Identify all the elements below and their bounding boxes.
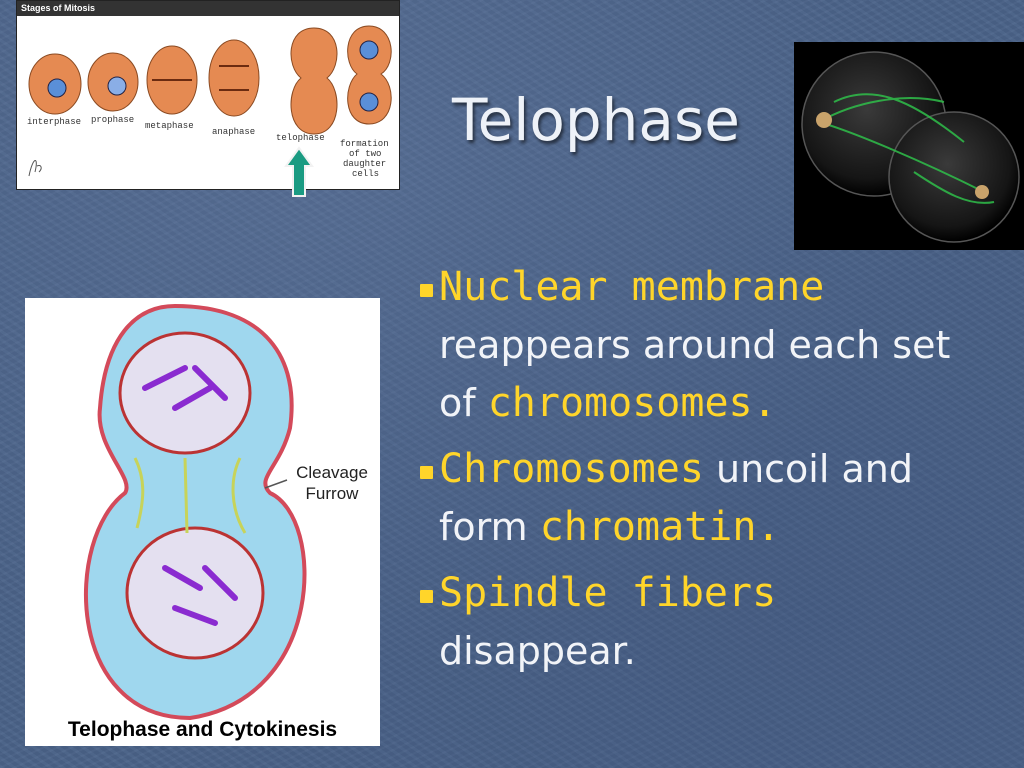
drawing-caption: Telophase and Cytokinesis [67, 718, 338, 741]
stages-of-mitosis-figure: Stages of Mitosis interphase prophase me… [16, 0, 400, 190]
label-interphase: interphase [27, 117, 81, 127]
bullet-highlight: Nuclear membrane [439, 264, 825, 310]
telophase-micrograph [794, 42, 1024, 250]
bullet-square-icon [420, 590, 433, 603]
cytokinesis-illustration [83, 303, 307, 721]
cleavage-furrow-label: Cleavage Furrow [296, 463, 368, 503]
stages-illustration: interphase prophase metaphase anaphase t… [27, 25, 392, 179]
bullet-list: Nuclear membrane reappears around each s… [420, 258, 980, 688]
bullet-text: uncoil and form [439, 447, 913, 549]
bullet-item: Nuclear membrane reappears around each s… [420, 258, 980, 432]
slide-title: Telophase [452, 86, 740, 154]
telophase-cell [290, 27, 338, 135]
label-anaphase: anaphase [212, 127, 255, 137]
daughter-cells [347, 25, 392, 125]
bullet-square-icon [420, 466, 433, 479]
signature-mark [28, 160, 42, 177]
up-arrow-icon [284, 146, 314, 197]
bullet-highlight: Spindle fibers [439, 570, 777, 616]
label-formation: formation [340, 139, 389, 149]
bullet-text: disappear. [439, 629, 636, 673]
label-formation-4: cells [352, 169, 379, 179]
bullet-square-icon [420, 284, 433, 297]
bullet-item: Chromosomes uncoil and form chromatin. [420, 440, 980, 556]
bullet-item: Spindle fibers disappear. [420, 564, 980, 680]
bullet-highlight-2: chromosomes. [487, 380, 777, 426]
bullet-text: reappears around each set of [439, 323, 951, 425]
bullet-highlight-2: chromatin. [539, 504, 781, 550]
label-telophase: telophase [276, 133, 325, 143]
label-prophase: prophase [91, 115, 134, 125]
telophase-cytokinesis-drawing: Cleavage Furrow Telophase and Cytokinesi… [25, 298, 380, 746]
interphase-nucleus [47, 78, 67, 98]
bullet-highlight: Chromosomes [439, 446, 704, 492]
label-formation-2: of two [349, 149, 381, 159]
anaphase-cell [208, 39, 260, 117]
label-formation-3: daughter [343, 159, 386, 169]
prophase-nucleus [107, 76, 127, 96]
label-metaphase: metaphase [145, 121, 194, 131]
stages-figure-header: Stages of Mitosis [17, 1, 399, 16]
